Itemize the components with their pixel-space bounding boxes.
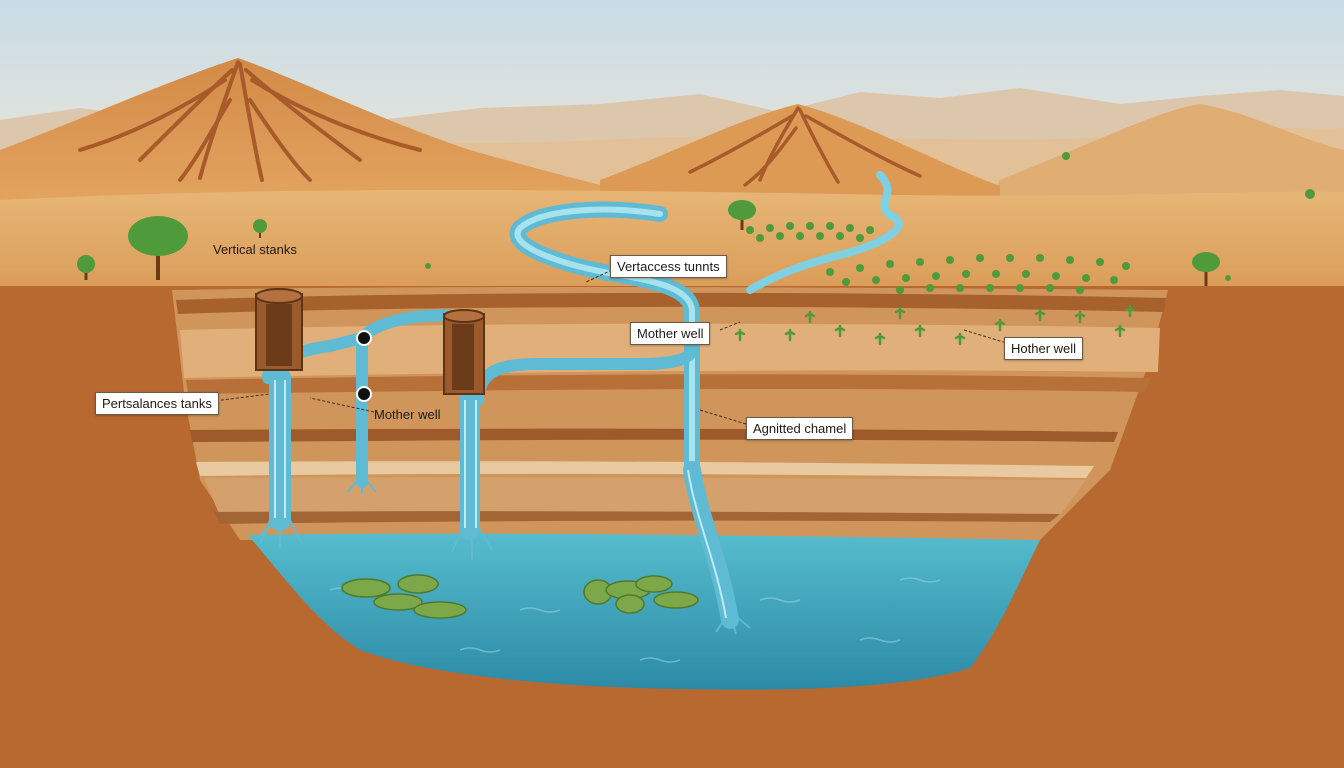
- well-shaft-left: [255, 288, 303, 371]
- label-vertical-stanks: Vertical stanks: [213, 242, 297, 257]
- label-mother-well-side: Mother well: [374, 407, 441, 422]
- lily-pad-icon: [341, 574, 699, 619]
- desert-plain: [0, 190, 1344, 300]
- water-shafts: [269, 332, 739, 629]
- right-mountain: [980, 104, 1344, 215]
- label-agnitted-chamel: Agnitted chamel: [746, 417, 854, 440]
- label-hother-well: Hother well: [1004, 337, 1084, 360]
- well-shaft-right: [443, 309, 485, 395]
- sprout-row: [734, 304, 1136, 346]
- tree-icon: [77, 152, 1315, 286]
- center-mountain-ridges: [688, 106, 922, 187]
- label-pertsalances-tanks: Pertsalances tanks: [95, 392, 219, 415]
- aquifer: [248, 533, 1040, 690]
- water-shaft-highlights: [274, 380, 727, 619]
- strata-bands: [176, 292, 1166, 524]
- label-mother-well-top: Mother well: [630, 322, 711, 345]
- water-drips: [256, 481, 751, 635]
- crop-row-icon: [746, 222, 1130, 294]
- access-tunnel-highlight: [514, 206, 695, 473]
- junction-node-bottom: [356, 386, 372, 402]
- label-vertaccess-tunnts: Vertaccess tunnts: [610, 255, 727, 278]
- surface-river: [746, 171, 903, 294]
- junction-node-top: [356, 330, 372, 346]
- left-mountain-ridges: [78, 60, 422, 182]
